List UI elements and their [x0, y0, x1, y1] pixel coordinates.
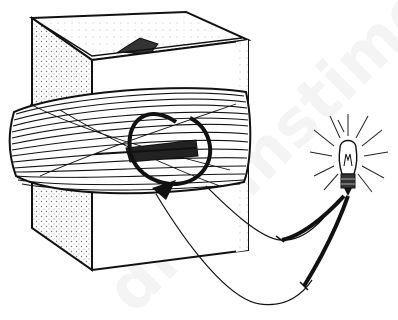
bulb-tip	[344, 188, 352, 196]
bulb-base	[341, 174, 355, 188]
bulb-glass	[339, 141, 357, 175]
cord-lower	[304, 196, 348, 286]
